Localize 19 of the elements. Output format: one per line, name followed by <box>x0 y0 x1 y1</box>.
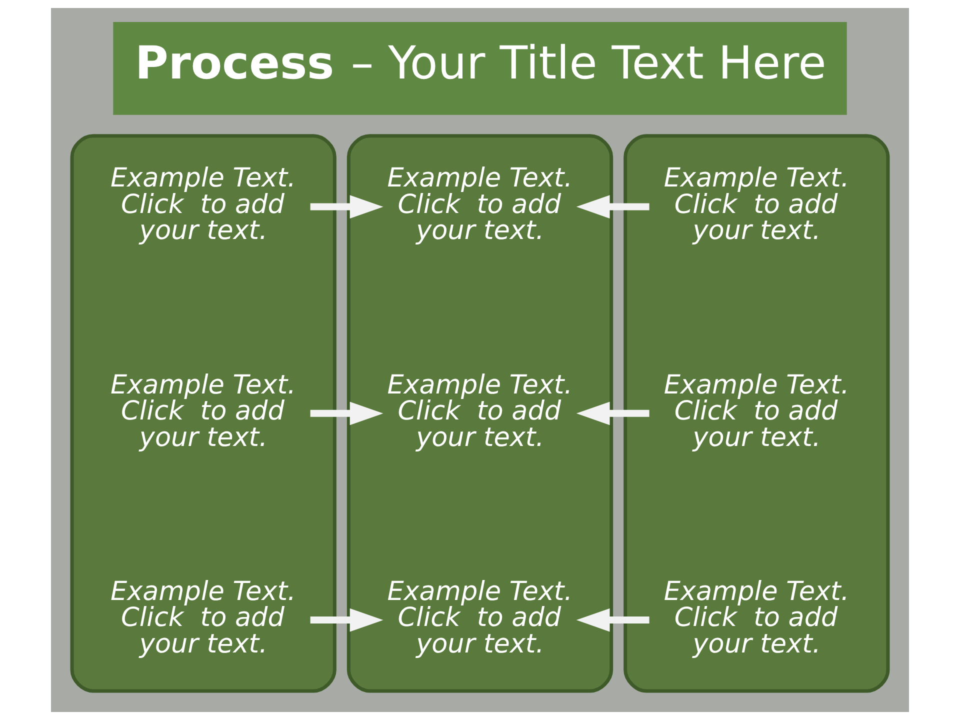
cluster <box>624 134 890 693</box>
cluster <box>346 134 614 693</box>
node-text: Example Text. Click to add your text. <box>664 576 850 660</box>
node-text: Example Text. Click to add your text. <box>387 164 573 246</box>
node-text: Example Text. Click to add your text. <box>664 164 850 246</box>
arrow <box>576 402 650 426</box>
node-text: Example Text. Click to add your text. <box>664 370 850 453</box>
arrow <box>310 608 384 632</box>
node-text: Example Text. Click to add your text. <box>387 370 573 453</box>
node-text: Example Text. Click to add your text. <box>387 576 573 660</box>
node-text: Example Text. Click to add your text. <box>110 164 296 246</box>
arrow <box>576 195 650 218</box>
arrow <box>310 195 384 218</box>
node-text: Example Text. Click to add your text. <box>110 370 296 453</box>
arrow <box>576 608 650 632</box>
diagram-title: Process – Your Title Text Here <box>135 36 826 90</box>
arrow <box>310 402 384 426</box>
node-text: Example Text. Click to add your text. <box>110 576 296 660</box>
cluster <box>70 134 336 693</box>
